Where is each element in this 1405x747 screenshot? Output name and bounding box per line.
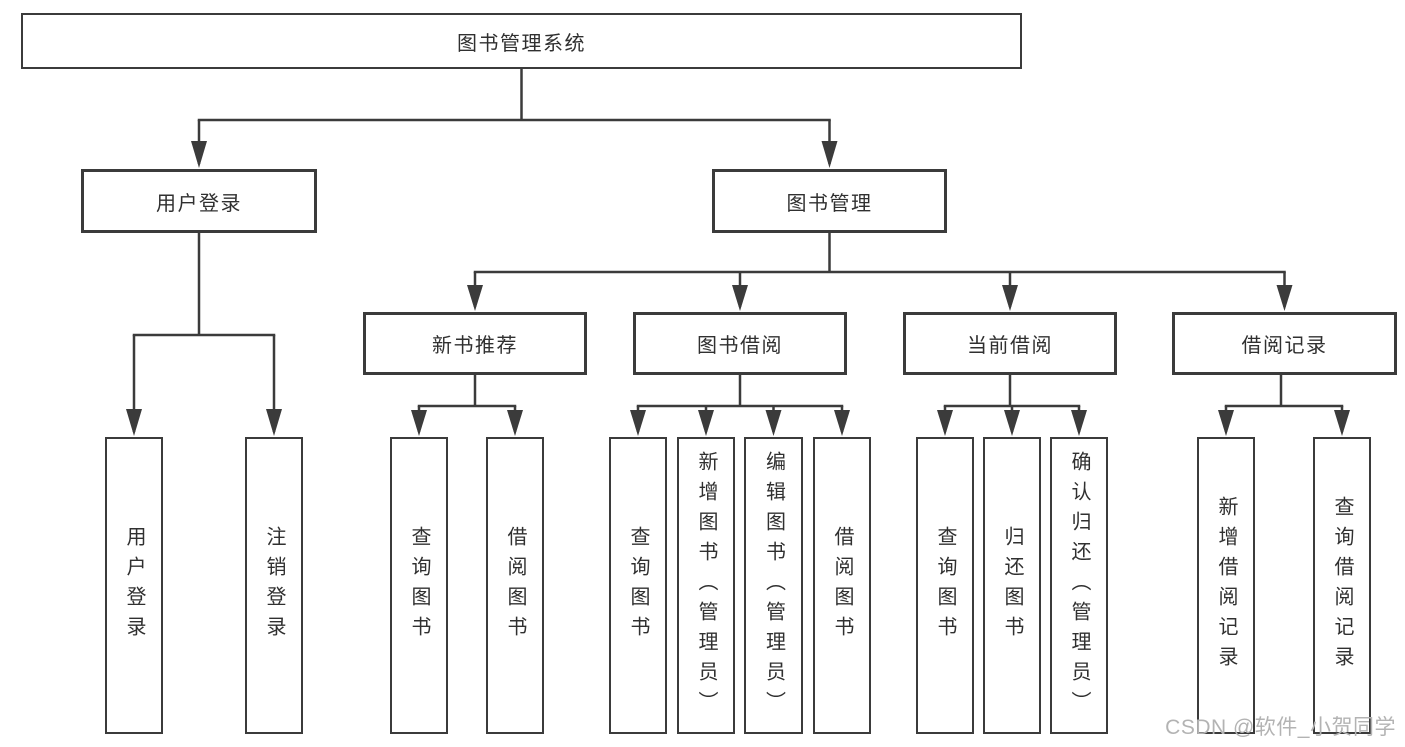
leaf-edit-books-admin: 编辑图书（管理员） bbox=[744, 437, 803, 734]
node-label: 用户登录 bbox=[123, 525, 145, 646]
leaf-query-books-recommend: 查询图书 bbox=[390, 437, 448, 734]
node-borrowing-records: 借阅记录 bbox=[1172, 312, 1397, 375]
node-label: 当前借阅 bbox=[967, 335, 1053, 357]
node-current-borrowing: 当前借阅 bbox=[903, 312, 1117, 375]
node-book-management: 图书管理 bbox=[712, 169, 947, 233]
leaf-borrow-books-recommend: 借阅图书 bbox=[486, 437, 544, 734]
connector-book-borrow-to-leaves bbox=[630, 375, 850, 436]
node-label: 归还图书 bbox=[1001, 525, 1023, 646]
connector-current-borrow-to-leaves bbox=[937, 375, 1087, 436]
connector-user-login-to-leaves bbox=[126, 233, 282, 436]
node-label: 查询借阅记录 bbox=[1331, 495, 1353, 676]
node-label: 确认归还（管理员） bbox=[1068, 450, 1090, 721]
csdn-watermark: CSDN @软件_小贺同学 bbox=[1165, 716, 1396, 739]
node-label: 查询图书 bbox=[627, 525, 649, 646]
node-label: 图书管理 bbox=[786, 192, 873, 215]
node-label: 借阅图书 bbox=[831, 525, 853, 646]
node-label: 借阅图书 bbox=[504, 525, 526, 646]
leaf-borrow-books-borrowing: 借阅图书 bbox=[813, 437, 871, 734]
leaf-add-books-admin: 新增图书（管理员） bbox=[677, 437, 735, 734]
node-label: 新增借阅记录 bbox=[1215, 495, 1237, 676]
node-label: 编辑图书（管理员） bbox=[762, 450, 785, 721]
connector-borrow-record-to-leaves bbox=[1218, 375, 1350, 436]
node-label: 借阅记录 bbox=[1241, 335, 1328, 357]
leaf-query-books-current: 查询图书 bbox=[916, 437, 974, 734]
node-new-book-recommendation: 新书推荐 bbox=[363, 312, 587, 375]
node-label: 新增图书（管理员） bbox=[695, 450, 717, 721]
node-label: 用户登录 bbox=[156, 192, 242, 215]
leaf-return-books: 归还图书 bbox=[983, 437, 1041, 734]
node-label: 图书管理系统 bbox=[457, 32, 586, 55]
leaf-query-books-borrowing: 查询图书 bbox=[609, 437, 667, 734]
node-book-borrowing: 图书借阅 bbox=[633, 312, 847, 375]
connector-book-management-to-level3 bbox=[467, 233, 1293, 311]
node-library-system: 图书管理系统 bbox=[21, 13, 1022, 69]
connector-new-book-to-leaves bbox=[411, 375, 523, 436]
leaf-query-borrow-record: 查询借阅记录 bbox=[1313, 437, 1371, 734]
node-label: 查询图书 bbox=[408, 525, 430, 646]
node-label: 新书推荐 bbox=[432, 335, 518, 357]
leaf-add-borrow-record: 新增借阅记录 bbox=[1197, 437, 1255, 734]
leaf-user-login: 用户登录 bbox=[105, 437, 163, 734]
node-label: 查询图书 bbox=[934, 525, 956, 646]
leaf-logout: 注销登录 bbox=[245, 437, 303, 734]
node-user-login: 用户登录 bbox=[81, 169, 317, 233]
node-label: 注销登录 bbox=[263, 525, 285, 646]
leaf-confirm-return-admin: 确认归还（管理员） bbox=[1050, 437, 1108, 734]
connector-root-to-level2 bbox=[191, 68, 838, 168]
node-label: 图书借阅 bbox=[697, 335, 783, 357]
